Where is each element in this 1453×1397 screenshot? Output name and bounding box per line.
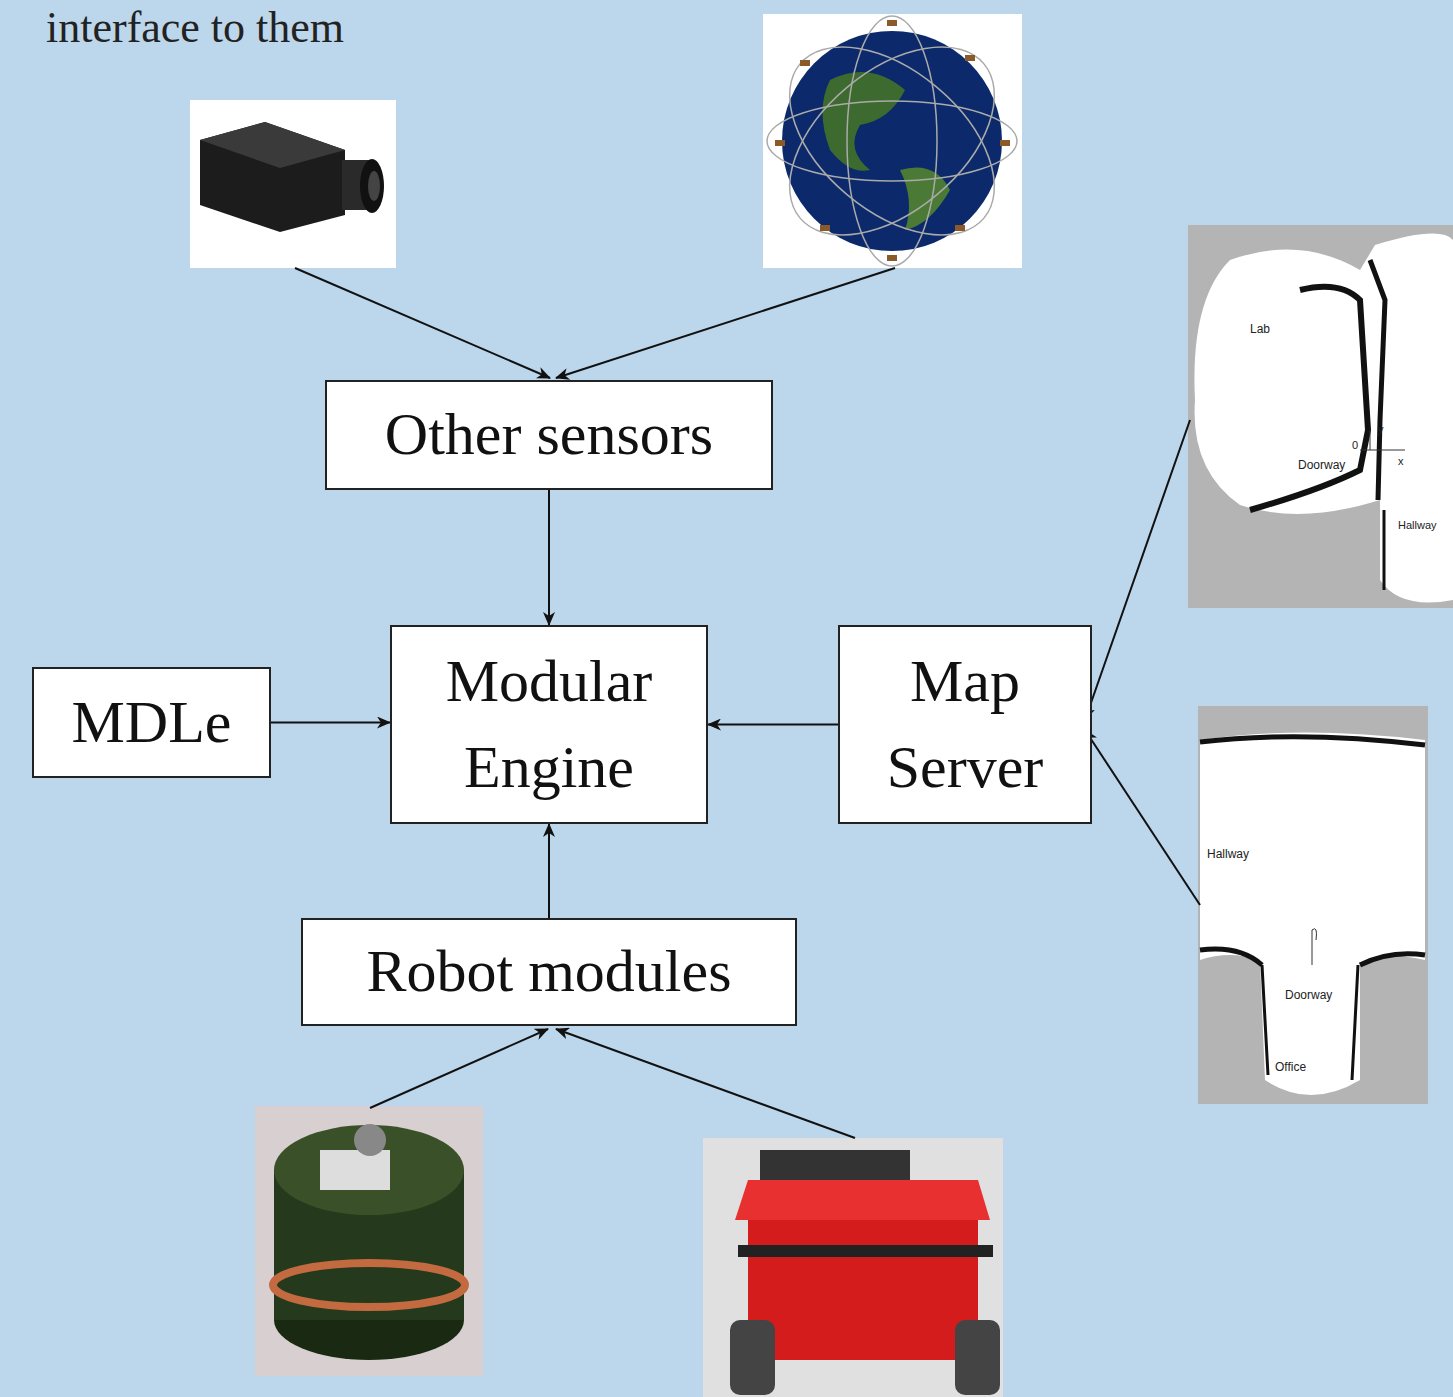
map-label: Doorway [1285, 988, 1332, 1002]
sensor-box: Other sensors [325, 380, 773, 490]
map-label: Lab [1250, 322, 1270, 336]
connector-arrow [548, 490, 550, 625]
text-stack: Other sensors [385, 392, 713, 477]
axis-label: y [1378, 423, 1384, 435]
pioneer-robot-picture [703, 1138, 1003, 1397]
robot-box: Robot modules [301, 918, 797, 1026]
partial-heading: interface to them [46, 2, 344, 53]
language-box: MDLe [32, 667, 271, 778]
text-stack: Map Server [840, 639, 1090, 809]
lab-map-picture [1188, 225, 1453, 608]
connector-arrow [548, 824, 550, 918]
axis-label: x [1398, 455, 1404, 467]
map-label: Hallway [1207, 847, 1249, 861]
box-text: MDLe [72, 680, 232, 765]
khepera-robot-picture [255, 1106, 483, 1376]
map-label: Doorway [1298, 458, 1345, 472]
engine-box: Modular Engine [390, 625, 708, 824]
text-stack: Robot modules [366, 929, 731, 1014]
text-stack: MDLe [72, 680, 232, 765]
camera-picture [190, 100, 396, 268]
server-box: Map Server [838, 625, 1092, 824]
box-text: Robot modules [366, 929, 731, 1014]
box-text: Other sensors [385, 392, 713, 477]
map-label: Hallway [1398, 519, 1437, 531]
axis-label: 0 [1352, 439, 1358, 451]
text-stack: Modular Engine [392, 639, 706, 809]
box-text: Modular Engine [392, 639, 706, 809]
box-text: Map Server [840, 639, 1090, 809]
office-map-picture [1198, 706, 1428, 1104]
connector-arrow [708, 724, 838, 726]
satellite-globe-picture [755, 10, 1029, 272]
map-label: Office [1275, 1060, 1306, 1074]
picture-arrows [295, 268, 1200, 1138]
connector-arrow [271, 722, 390, 724]
